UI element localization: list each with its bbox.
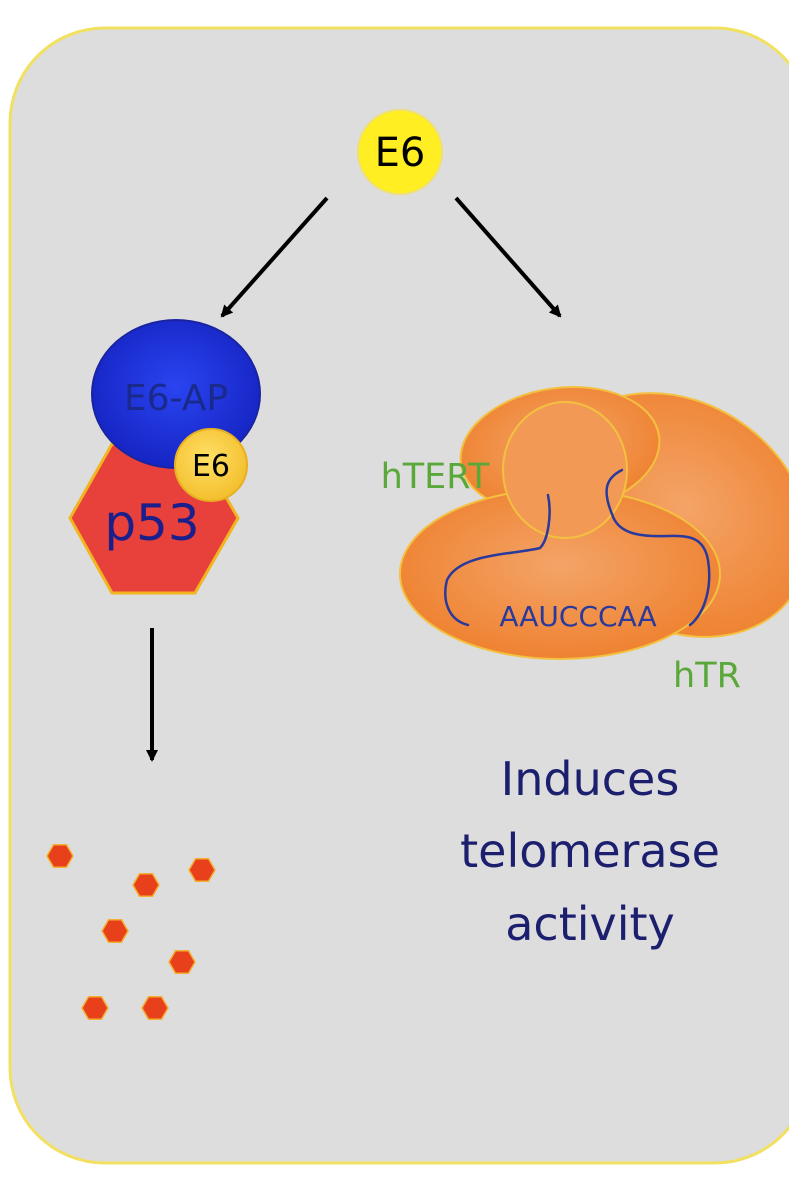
htr-rna-strand [444,468,711,627]
degraded-fragment [46,843,74,869]
caption-line-2: telomerase [460,824,720,878]
degraded-fragment [132,872,160,898]
degraded-fragment [188,857,216,883]
e6ap-label: E6-AP [124,378,228,419]
arrow-to-e6ap [220,196,329,318]
rna-sequence-label: AAUCCCAA [499,600,656,633]
caption-line-3: activity [505,897,675,951]
caption: Induces telomerase activity [460,752,720,951]
htr-label: hTR [673,656,741,696]
e6-protein-top: E6 [357,109,443,195]
e6-bound-label: E6 [192,449,230,484]
arrow-to-telomerase [454,196,562,318]
degraded-fragment [101,918,129,944]
degraded-fragment [81,995,109,1021]
degraded-fragment [141,995,169,1021]
e6-protein-bound: E6 [174,428,248,502]
e6-top-label: E6 [375,130,426,176]
degraded-p53-fragments [46,843,216,1021]
telomerase-complex [399,386,789,660]
p53-label: p53 [104,494,199,552]
htert-label: hTERT [381,457,490,497]
degraded-fragment [168,949,196,975]
caption-line-1: Induces [501,752,680,806]
